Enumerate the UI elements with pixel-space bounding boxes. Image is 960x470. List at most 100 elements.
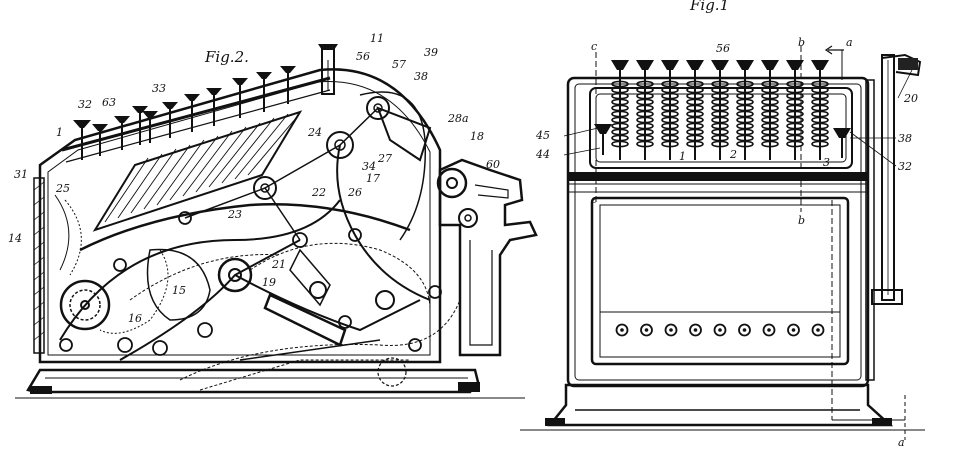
fig1-side-key-left [594,124,612,155]
fig1-key[interactable] [686,60,704,160]
fig1-label: 3 [823,156,830,169]
fig2-label: 19 [262,276,276,289]
fig2-label: 16 [128,312,142,325]
fig2-label: 15 [172,284,186,297]
fig1-key[interactable] [736,60,754,160]
fig2-label: 1 [56,126,63,139]
fig2-label: 18 [470,130,484,143]
fig2-main-wheel [217,257,253,293]
fig2-base-plate [26,368,480,394]
fig1-key[interactable] [761,60,779,160]
fig2-label: 22 [311,186,326,199]
fig1-indicator-window [811,323,825,337]
fig2-foot-right [458,382,480,392]
fig1-key[interactable] [711,60,729,160]
fig1-indicator-window [689,323,702,337]
fig1-label: b [798,36,805,49]
fig2-label: 56 [356,50,370,63]
fig1-indicator-window [640,323,653,337]
fig2-key [73,120,91,160]
fig2-reference-labels: 11 56 39 57 38 32 63 33 1 31 25 24 28a 1… [8,32,500,325]
fig2-key [162,102,178,138]
fig2-key [232,78,248,118]
fig1-indicator-windows [615,323,825,337]
fig2-label: 21 [271,258,286,271]
fig2-label: 27 [377,152,392,165]
fig2-label: 14 [8,232,22,245]
fig1-key[interactable] [611,60,629,160]
fig2-title: Fig.2. [204,48,249,66]
fig2-key-stems [73,44,338,160]
fig1-label: 38 [898,132,912,145]
fig2-key [92,124,108,156]
fig1-key[interactable] [661,60,679,160]
fig2-label: 25 [55,182,70,195]
fig2-label: 33 [152,82,166,95]
fig1-label: b [798,214,805,227]
fig2-label: 32 [78,98,92,111]
fig2-label: 26 [347,186,362,199]
fig1-label: 1 [679,150,686,163]
fig2-linkages [54,91,461,391]
figure-2-side-section: Fig.2. [8,32,538,399]
fig1-label: a [898,436,905,449]
fig2-hatched-section [92,110,303,232]
fig1-indicator-window [664,323,678,337]
fig1-base [547,383,894,427]
fig2-label: 60 [486,158,500,171]
fig1-label: 2 [729,148,737,161]
fig2-key [256,72,272,112]
fig1-title: Fig.1 [689,0,729,14]
fig1-reference-labels: 56 c b a 45 44 1 2 3 38 32 20 c b a [535,36,918,449]
fig1-indicator-window [762,323,776,337]
fig1-label: c [591,193,597,206]
fig1-crank-handle[interactable] [865,53,922,381]
fig2-label: 38 [414,70,428,83]
fig2-casing [38,68,442,364]
fig2-label: 17 [366,172,380,185]
fig1-indicator-window [615,323,629,337]
fig1-label: 56 [716,42,730,55]
fig2-label: 39 [424,46,438,59]
fig2-end-wall [33,177,45,354]
fig1-band [568,172,868,181]
fig1-key[interactable] [786,60,804,160]
fig2-ratchet-gear [59,279,111,331]
fig2-key [280,66,296,104]
fig2-label: 63 [102,96,116,109]
fig2-key [142,111,158,143]
figure-1-front-elevation: Fig.1 [520,0,925,449]
fig2-front-bracket [438,158,538,357]
fig1-cabinet [566,76,870,388]
fig2-key [184,94,200,132]
fig2-label: 31 [14,168,28,181]
fig2-gears [59,96,468,387]
fig1-key[interactable] [811,60,829,160]
fig1-label: 45 [535,129,550,142]
fig1-label: 20 [903,92,918,105]
fig2-key [132,106,148,145]
fig1-side-key-right [833,128,851,158]
fig1-keys [611,60,829,160]
fig1-indicator-window [738,323,751,337]
fig1-display-panel [590,196,850,366]
fig2-key-rail [61,76,331,152]
fig1-indicator-window [713,323,727,337]
fig1-label: a [846,36,853,49]
fig1-indicator-window [787,323,800,337]
fig1-label: 32 [898,160,912,173]
fig2-label: 11 [370,32,384,45]
fig2-key [206,88,222,126]
fig1-label: c [591,40,597,53]
fig2-label: 57 [392,58,406,71]
fig2-foot-left [30,386,52,394]
fig2-label: 24 [307,126,322,139]
fig1-key[interactable] [636,60,654,160]
fig2-lever-hub [436,167,468,199]
fig2-label: 28a [447,112,469,125]
fig1-label: 44 [535,148,550,161]
fig2-label: 23 [227,208,242,221]
fig2-label: 34 [362,160,376,173]
fig2-key [114,116,130,150]
